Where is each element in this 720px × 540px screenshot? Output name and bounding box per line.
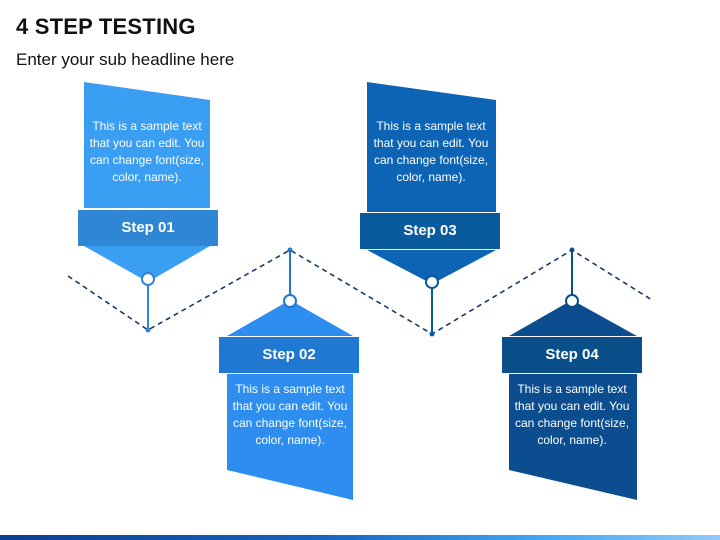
step-01-description: This is a sample text that you can edit.… [89, 119, 205, 184]
step-01-arrow [84, 246, 210, 282]
step-01-label: Step 01 [121, 219, 175, 236]
step-02-band [219, 337, 359, 373]
step-04-band [502, 337, 642, 373]
footer-accent-bar [0, 535, 720, 540]
step-04-panel [509, 374, 637, 500]
step-04-description: This is a sample text that you can edit.… [514, 382, 630, 447]
step-02-arrow [227, 300, 353, 336]
step-02-card [219, 247, 359, 500]
step-03-card [360, 82, 500, 337]
step-02-endpoint [287, 247, 293, 253]
step-04-node [565, 294, 579, 308]
step-04-label: Step 04 [545, 346, 599, 363]
step-02-description: This is a sample text that you can edit.… [232, 382, 348, 447]
step-02-panel [227, 374, 353, 500]
step-03-label: Step 03 [403, 222, 457, 239]
step-01-band [78, 210, 218, 246]
step-01-panel [84, 82, 210, 208]
step-04-endpoint [569, 247, 575, 253]
step-02-label: Step 02 [262, 346, 316, 363]
step-03-description: This is a sample text that you can edit.… [373, 119, 489, 184]
step-04-arrow [509, 300, 637, 336]
page-title: 4 STEP TESTING [16, 14, 196, 39]
step-01-node [141, 272, 155, 286]
step-03-node [425, 275, 439, 289]
step-01-card [78, 82, 218, 333]
step-03-arrow [367, 250, 496, 284]
step-01-endpoint [145, 327, 151, 333]
step-04-card [502, 247, 642, 500]
step-02-node [283, 294, 297, 308]
step-03-band [360, 213, 500, 249]
page-subtitle: Enter your sub headline here [16, 50, 235, 69]
step-03-endpoint [429, 331, 435, 337]
zigzag-timeline [67, 249, 653, 335]
step-03-panel [367, 82, 496, 212]
